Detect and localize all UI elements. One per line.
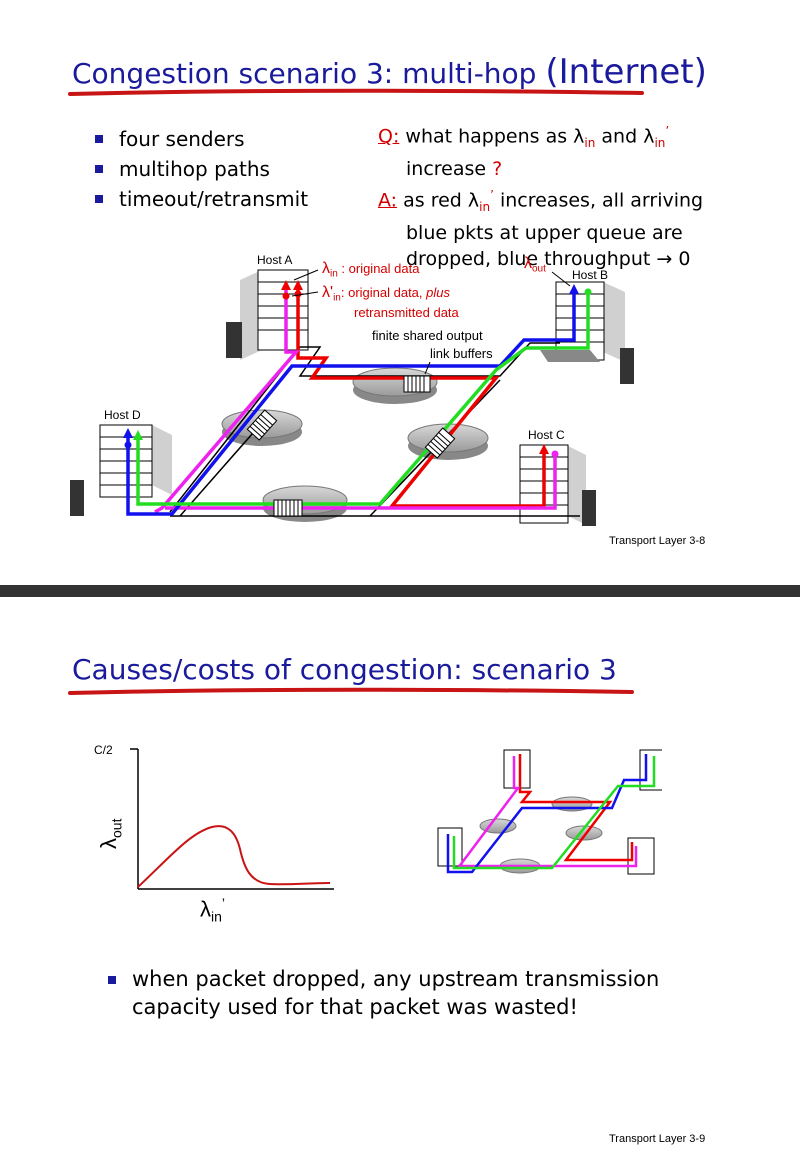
- host-a-label: Host A: [257, 253, 293, 267]
- bullet-item: multihop paths: [95, 154, 308, 184]
- link-buffer: [424, 427, 456, 459]
- green-flow: [136, 292, 590, 506]
- link-buffer: [273, 499, 303, 517]
- slide-title: Congestion scenario 3: multi-hop (Intern…: [72, 52, 707, 92]
- buffer-label-2: link buffers: [430, 346, 493, 361]
- x-axis-label: λin’: [200, 895, 226, 925]
- bullet-item: when packet dropped, any upstream transm…: [108, 965, 659, 1021]
- title-underline: [68, 88, 644, 96]
- link-buffer: [403, 375, 431, 393]
- bullet-list: when packet dropped, any upstream transm…: [108, 965, 659, 1021]
- slide-title: Causes/costs of congestion: scenario 3: [72, 653, 617, 686]
- slide-footer: Transport Layer 3-9: [609, 1133, 706, 1145]
- throughput-chart: [130, 748, 334, 890]
- answer-line-2: blue pkts at upper queue are: [406, 222, 683, 245]
- question-line-2: increase ?: [406, 158, 503, 181]
- question-line: Q: what happens as λin and λin’: [378, 124, 670, 151]
- host-b-label: Host B: [572, 268, 609, 282]
- answer-label: A:: [378, 189, 398, 212]
- lambda-prime-label: λ'in: original data, plus: [322, 284, 450, 304]
- y-tick-label: C/2: [94, 743, 113, 757]
- host-a-icon: [226, 269, 309, 360]
- mini-network-diagram: [437, 749, 662, 875]
- y-axis-label: λout: [96, 818, 125, 849]
- qa-block: Q: what happens as λin and λin’ increase…: [378, 118, 703, 272]
- slide-3-9: Causes/costs of congestion: scenario 3 C…: [0, 597, 800, 1170]
- title-paren-text: (Internet): [545, 52, 707, 92]
- lambda-in-label: λin : original data: [322, 260, 420, 280]
- link-buffer: [246, 409, 278, 441]
- host-d-label: Host D: [104, 408, 141, 422]
- host-c-label: Host C: [528, 428, 565, 442]
- question-label: Q:: [378, 125, 400, 148]
- blue-flow: [126, 292, 576, 516]
- network-diagram: [70, 269, 634, 526]
- lambda-prime-line2: retransmitted data: [354, 305, 459, 320]
- host-c-icon: [519, 444, 596, 526]
- slide-divider: [0, 585, 800, 597]
- title-underline: [68, 687, 634, 695]
- slide-3-8: Congestion scenario 3: multi-hop (Intern…: [68, 52, 707, 547]
- bullet-item: four senders: [95, 124, 308, 154]
- throughput-curve: [137, 825, 331, 888]
- magenta-flow: [154, 290, 300, 514]
- lambda-out-label: λout: [524, 255, 546, 275]
- title-text: Congestion scenario 3: multi-hop: [72, 57, 546, 90]
- magenta-flow-2: [165, 454, 557, 510]
- slide-footer: Transport Layer 3-8: [609, 535, 706, 547]
- bullet-item: timeout/retransmit: [95, 184, 308, 214]
- buffer-label-1: finite shared output: [372, 328, 483, 343]
- bullet-list: four senders multihop paths timeout/retr…: [95, 124, 308, 214]
- answer-line-3: dropped, blue throughput → 0: [406, 248, 691, 271]
- answer-line: A: as red λin’ increases, all arriving: [378, 188, 704, 215]
